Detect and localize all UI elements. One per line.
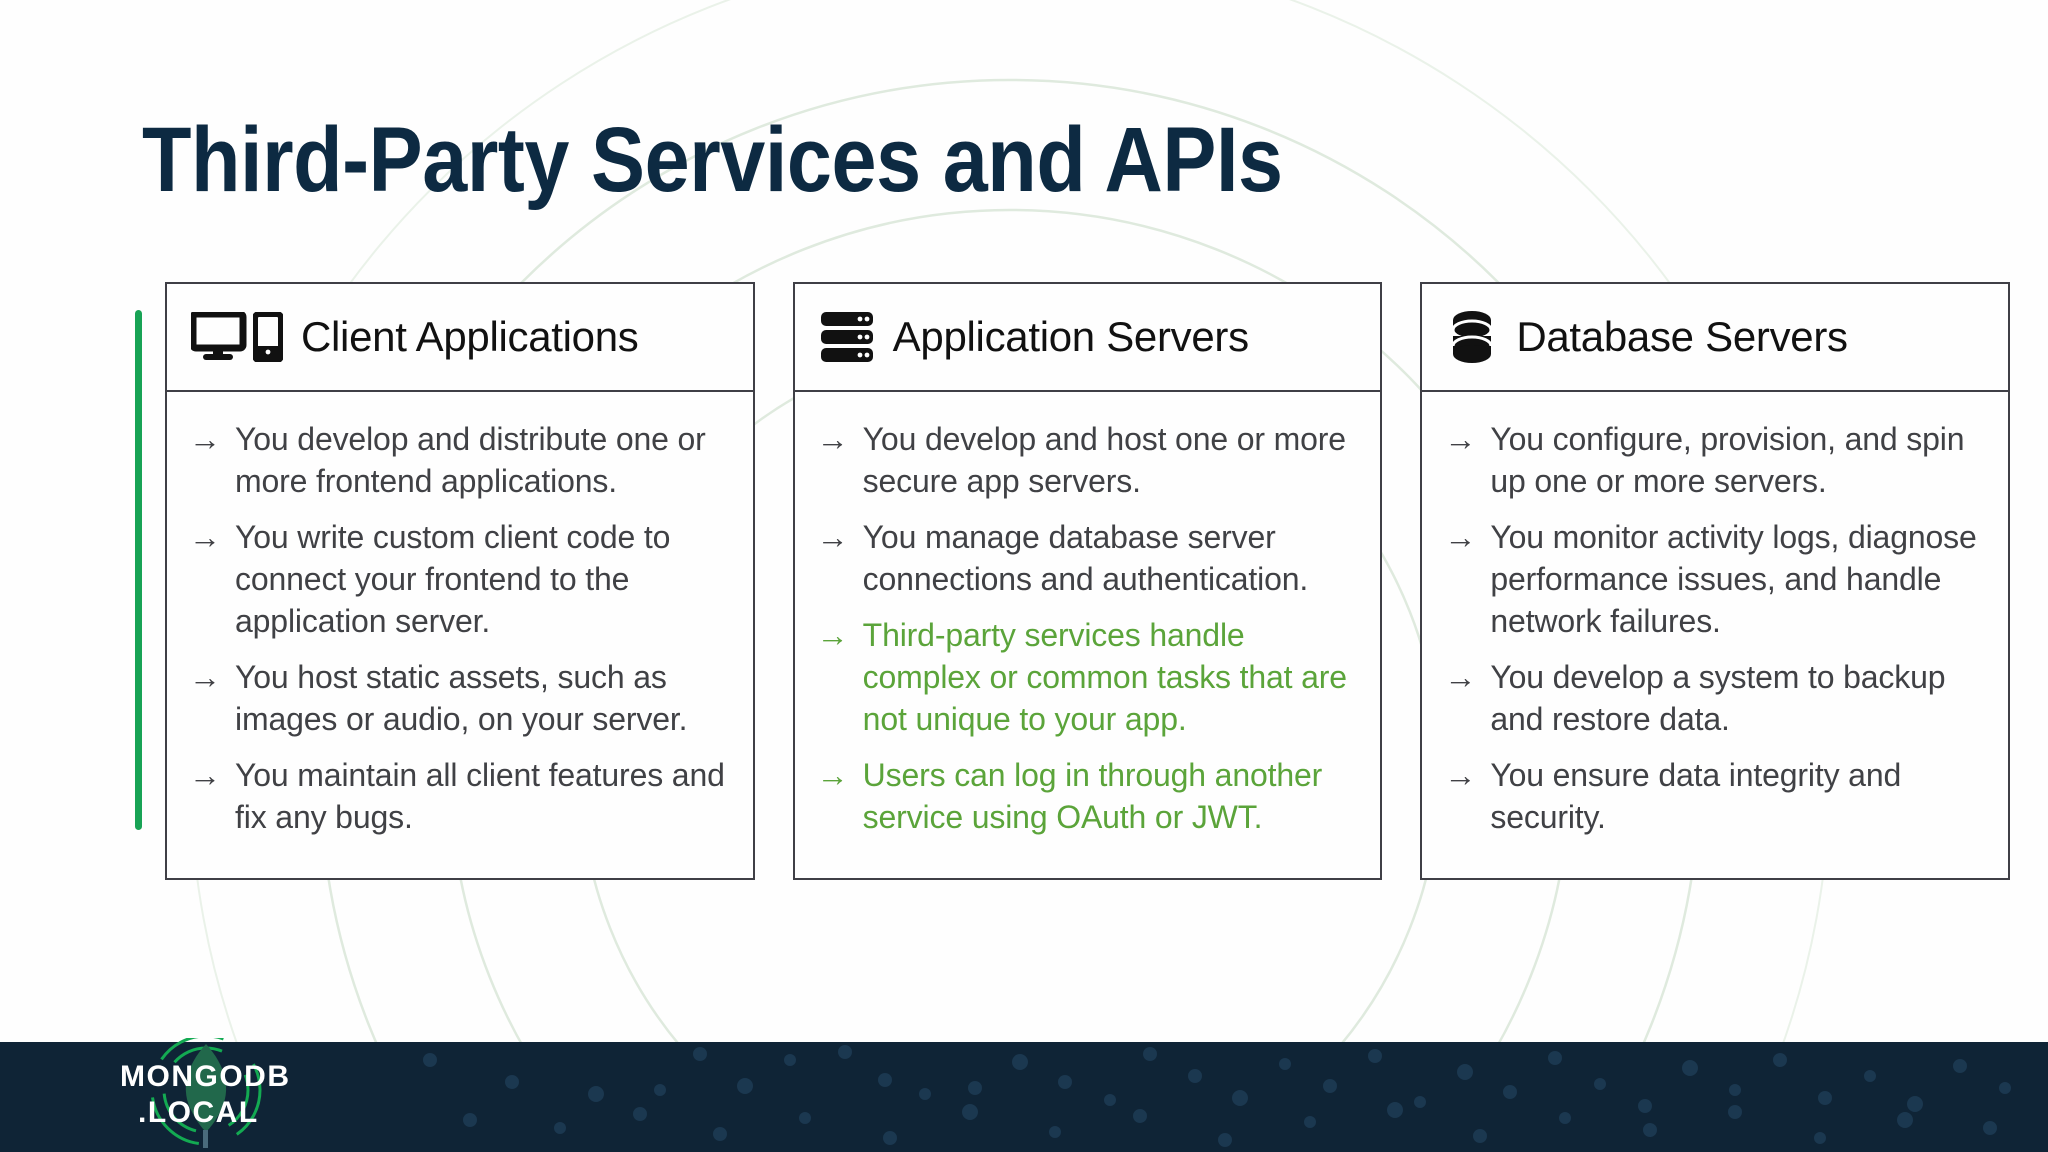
card-header: Application Servers xyxy=(794,284,1381,392)
arrow-right-icon: → xyxy=(189,659,221,695)
logo-line-1: MONGODB xyxy=(120,1060,291,1093)
list-item: → You monitor activity logs, diagnose pe… xyxy=(1444,516,1986,642)
arrow-right-icon: → xyxy=(189,757,221,793)
card-body: → You configure, provision, and spin up … xyxy=(1422,392,2008,878)
logo-line-2: .LOCAL xyxy=(138,1096,259,1129)
card-client-applications: Client Applications → You develop and di… xyxy=(165,282,755,880)
card-icon-group xyxy=(819,311,875,363)
arrow-right-icon: → xyxy=(816,519,849,555)
arrow-right-icon: → xyxy=(816,617,849,653)
arrow-right-icon: → xyxy=(1444,519,1477,555)
card-header: Client Applications xyxy=(167,284,753,392)
cards-row: Client Applications → You develop and di… xyxy=(165,282,2011,880)
card-application-servers: Application Servers → You develop and ho… xyxy=(792,282,1383,880)
card-body: → You develop and host one or more secur… xyxy=(795,392,1381,878)
arrow-right-icon: → xyxy=(816,421,849,457)
monitor-icon xyxy=(191,312,247,360)
list-item: → You maintain all client features and f… xyxy=(189,754,731,838)
page-title: Third-Party Services and APIs xyxy=(142,109,1283,211)
list-item-text: You ensure data integrity and security. xyxy=(1490,757,1902,835)
database-cylinder-icon xyxy=(1451,311,1493,363)
card-body: → You develop and distribute one or more… xyxy=(167,392,753,878)
card-title: Application Servers xyxy=(892,313,1249,360)
list-item-text: You develop a system to backup and resto… xyxy=(1490,659,1946,737)
list-item: → You develop and host one or more secur… xyxy=(817,418,1359,502)
mongodb-leaf-icon xyxy=(150,1034,262,1148)
card-icon-group xyxy=(1446,309,1498,365)
list-item: → You manage database server connections… xyxy=(817,516,1359,600)
list-item-text: Users can log in through another service… xyxy=(862,757,1323,835)
list-item: → You host static assets, such as images… xyxy=(189,656,731,740)
list-item-text: You manage database server connections a… xyxy=(862,519,1309,597)
arrow-right-icon: → xyxy=(1444,659,1477,695)
mobile-phone-icon xyxy=(253,312,283,362)
arrow-right-icon: → xyxy=(1444,421,1477,457)
list-item-text: You develop and distribute one or more f… xyxy=(235,421,706,499)
accent-bar xyxy=(135,310,142,830)
server-rack-icon xyxy=(820,312,873,362)
list-item-text: You write custom client code to connect … xyxy=(235,519,671,639)
list-item-text: You develop and host one or more secure … xyxy=(862,421,1346,499)
card-database-servers: Database Servers → You configure, provis… xyxy=(1420,282,2011,880)
list-item-highlighted: → Third-party services handle complex or… xyxy=(817,614,1359,740)
card-title: Client Applications xyxy=(301,313,639,360)
list-item: → You write custom client code to connec… xyxy=(189,516,731,642)
arrow-right-icon: → xyxy=(1444,757,1477,793)
card-header: Database Servers xyxy=(1422,284,2009,392)
list-item: → You develop and distribute one or more… xyxy=(189,418,731,502)
list-item-text: You maintain all client features and fix… xyxy=(235,757,725,835)
footer-band xyxy=(0,1042,2048,1152)
arrow-right-icon: → xyxy=(189,519,221,555)
footer-dot-pattern xyxy=(423,1045,2011,1147)
list-item-text: Third-party services handle complex or c… xyxy=(862,617,1347,737)
list-item: → You configure, provision, and spin up … xyxy=(1444,418,1986,502)
list-item-text: You host static assets, such as images o… xyxy=(235,659,688,737)
list-item: → You develop a system to backup and res… xyxy=(1444,656,1986,740)
list-item-highlighted: → Users can log in through another servi… xyxy=(817,754,1359,838)
card-icon-group xyxy=(191,312,283,362)
arrow-right-icon: → xyxy=(816,757,849,793)
arrow-right-icon: → xyxy=(189,421,221,457)
list-item-text: You monitor activity logs, diagnose perf… xyxy=(1490,519,1977,639)
mongodb-local-logo: MONGODB .LOCAL xyxy=(108,1034,338,1150)
list-item: → You ensure data integrity and security… xyxy=(1444,754,1986,838)
card-title: Database Servers xyxy=(1516,313,1848,360)
list-item-text: You configure, provision, and spin up on… xyxy=(1490,421,1965,499)
